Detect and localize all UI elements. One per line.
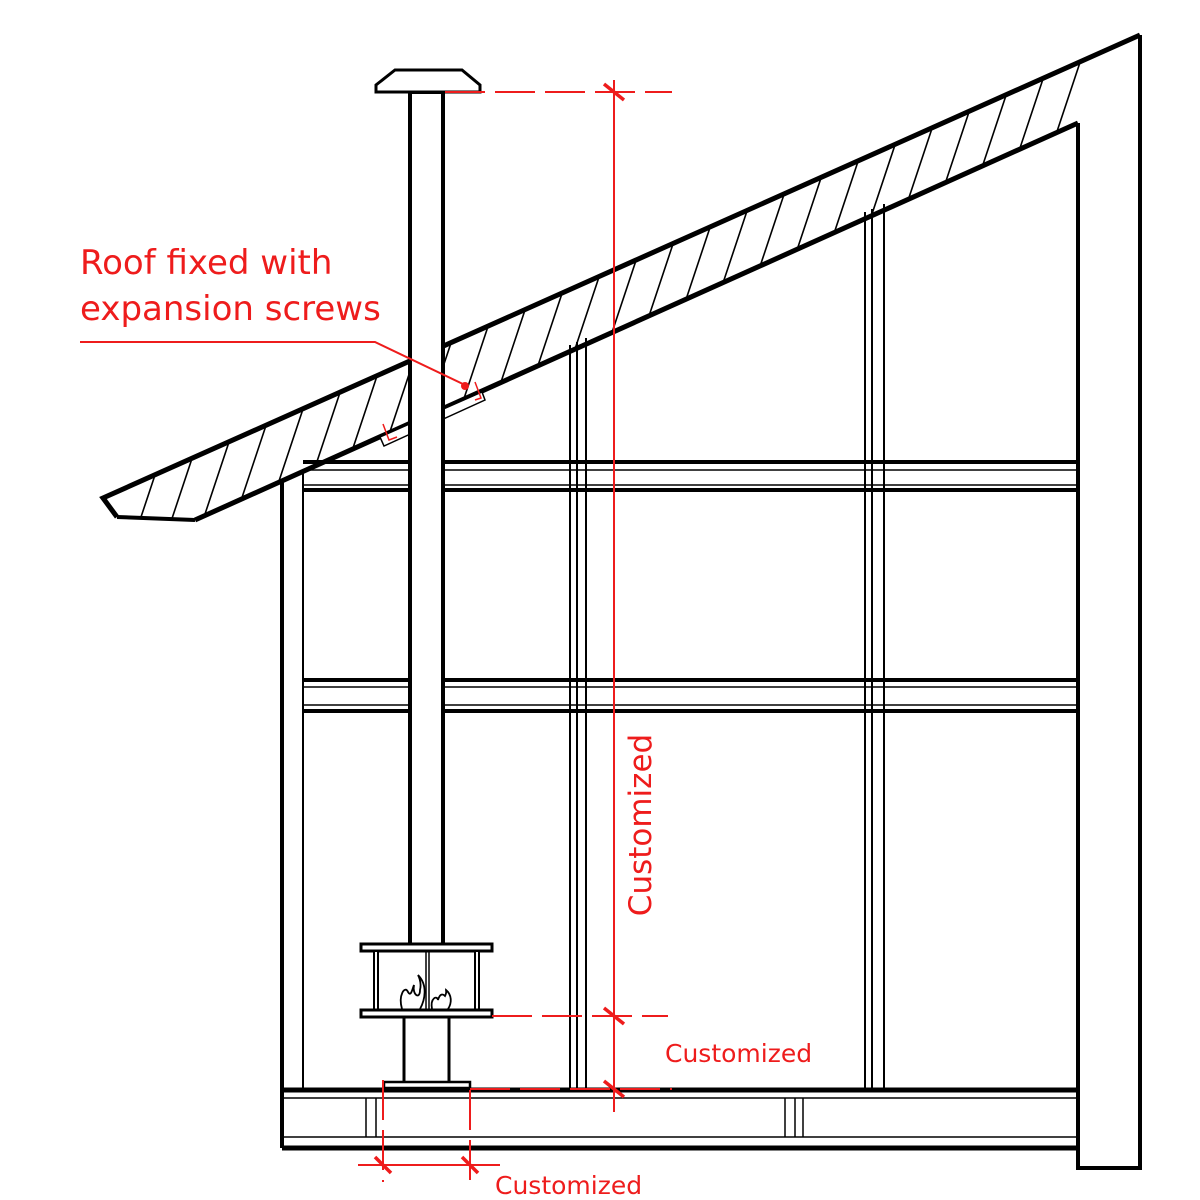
- hatch-line: [156, 443, 198, 520]
- right-wall: [1076, 35, 1142, 1170]
- hatch-line: [674, 212, 716, 333]
- hatch-line: [1081, 55, 1095, 152]
- hatch-line: [193, 426, 235, 520]
- hatch-line: [748, 179, 790, 300]
- stud-right: [864, 204, 885, 1090]
- dim-label-base-width: Customized: [495, 1171, 642, 1200]
- floor: [282, 1087, 1078, 1151]
- hatch-line: [526, 278, 568, 399]
- hatch-line: [1007, 63, 1049, 185]
- hatch-line: [230, 410, 272, 520]
- annotation-leader: [80, 341, 466, 386]
- annotation-line-2: expansion screws: [80, 289, 381, 329]
- hatch-line: [785, 162, 827, 284]
- stud-left: [569, 338, 587, 1090]
- hatch-line: [119, 459, 161, 520]
- wood-stove: [359, 942, 494, 1090]
- hatch-line: [489, 294, 531, 416]
- hatch-line: [896, 113, 938, 234]
- hatch-line: [933, 96, 975, 218]
- flame-icon: [399, 974, 452, 1010]
- hatch-line: [600, 245, 642, 366]
- hatch-line: [970, 80, 1012, 201]
- roof-top-line: [99, 32, 1142, 519]
- hatch-line: [304, 377, 346, 498]
- chimney: [374, 68, 482, 947]
- leader-dot: [461, 382, 469, 390]
- hatch-line: [452, 311, 494, 432]
- annotation-line-1: Roof fixed with: [80, 243, 332, 283]
- dim-label-chimney-height: Customized: [623, 734, 659, 916]
- dimension-lines: [80, 80, 672, 1182]
- chimney-cap: [374, 68, 482, 94]
- hatch-line: [637, 228, 679, 350]
- dim-label-stove-base-height: Customized: [665, 1039, 812, 1068]
- hatch-line: [822, 146, 864, 267]
- roof-underside: [193, 120, 1080, 523]
- frame: [99, 32, 1142, 1170]
- hatch-line: [711, 195, 753, 317]
